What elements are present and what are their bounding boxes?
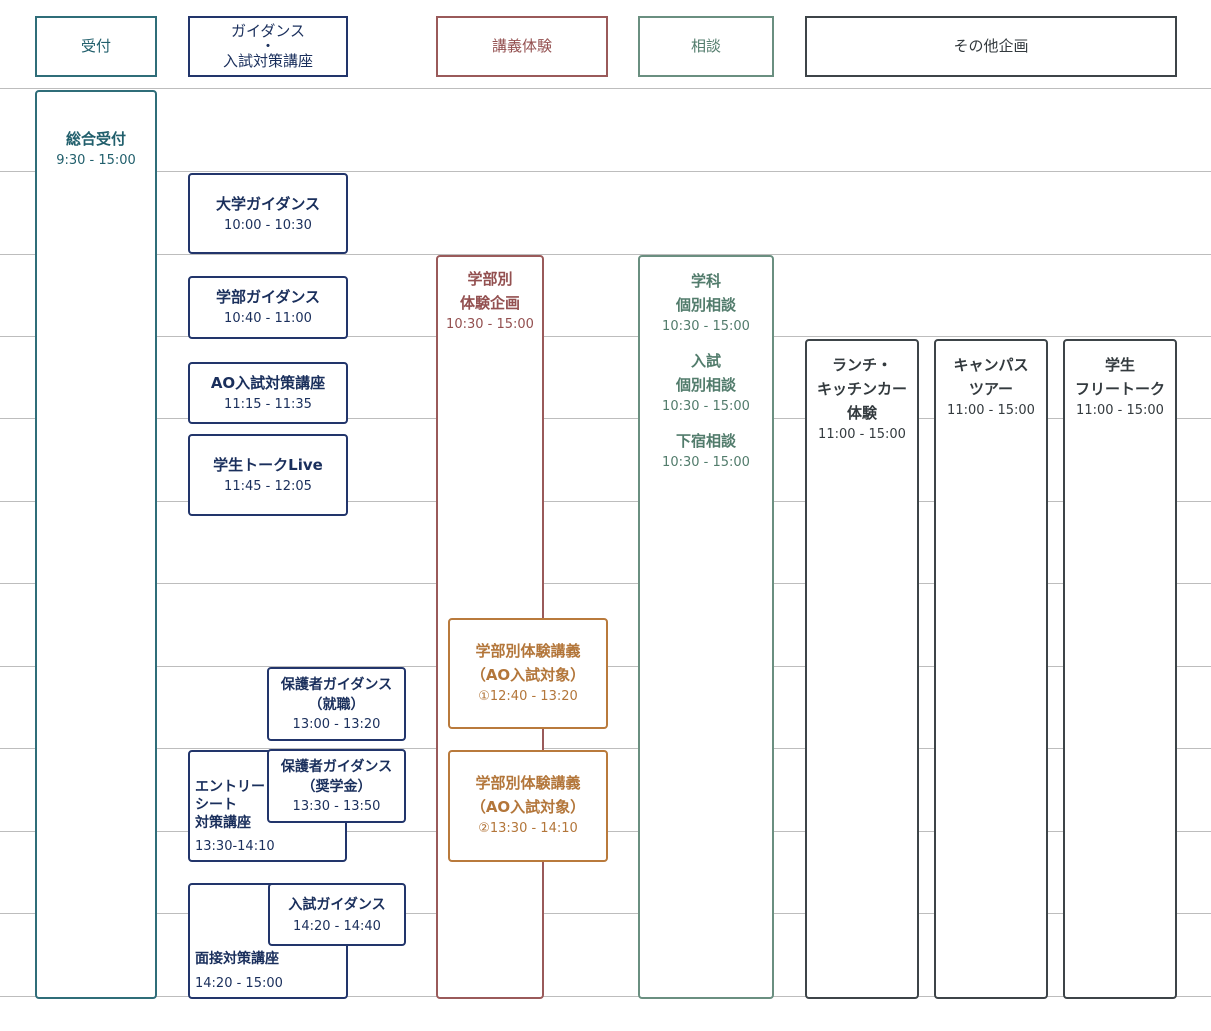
event-title: 学部ガイダンス [215, 288, 321, 306]
grid-line [0, 418, 1211, 419]
grid-line [0, 996, 1211, 997]
event-time: 9:30 - 15:00 [56, 153, 136, 168]
grid-line [0, 501, 1211, 502]
header-consult-label: 相談 [690, 37, 721, 55]
header-guidance-label-1: ガイダンス [230, 22, 306, 40]
event-ao-exam-course: AO入試対策講座 11:15 - 11:35 [188, 362, 348, 424]
header-other-label: その他企画 [953, 37, 1029, 55]
header-guidance-label-2: ・ [260, 37, 276, 55]
event-student-talk-live: 学生トークLive 11:45 - 12:05 [188, 434, 348, 516]
grid-line [0, 88, 1211, 89]
event-title: 総合受付 [65, 130, 126, 148]
header-other: その他企画 [805, 16, 1177, 77]
grid-line [0, 254, 1211, 255]
event-title: 学部別体験講義 （AO入試対象） [470, 774, 586, 816]
event-time: 11:15 - 11:35 [224, 397, 312, 412]
event-general-reception: 総合受付 9:30 - 15:00 [35, 90, 157, 999]
event-faculty-guidance: 学部ガイダンス 10:40 - 11:00 [188, 276, 348, 339]
grid-line [0, 913, 1211, 914]
event-time: 11:00 - 15:00 [947, 403, 1035, 418]
grid-line [0, 748, 1211, 749]
event-title: 学科 個別相談 [675, 272, 736, 314]
event-time: 13:30-14:10 [195, 839, 275, 854]
event-time: 10:00 - 10:30 [224, 218, 312, 233]
header-guidance-label-3: 入試対策講座 [222, 52, 313, 70]
event-title: キャンパス ツアー [953, 356, 1029, 398]
event-title: 学生 フリートーク [1074, 356, 1165, 398]
event-time: 11:45 - 12:05 [224, 479, 312, 494]
event-title: 保護者ガイダンス （奨学金） [280, 759, 393, 795]
event-parent-guidance-scholarship: 保護者ガイダンス （奨学金） 13:30 - 13:50 [267, 749, 406, 823]
header-guidance: ガイダンス ・ 入試対策講座 [188, 16, 348, 77]
header-reception-label: 受付 [80, 37, 111, 55]
event-title: 学部別 体験企画 [459, 270, 520, 312]
event-title: 学部別体験講義 （AO入試対象） [470, 642, 586, 684]
event-title: 下宿相談 [675, 432, 736, 450]
event-title: ランチ・ キッチンカー 体験 [816, 356, 907, 422]
event-title: 保護者ガイダンス （就職） [280, 677, 393, 713]
event-title: AO入試対策講座 [210, 374, 326, 392]
event-title: 入試 個別相談 [675, 352, 736, 394]
event-time: 10:30 - 15:00 [662, 319, 750, 334]
event-title: 学生トークLive [213, 456, 323, 474]
event-time: ②13:30 - 14:10 [478, 821, 578, 836]
event-time: 14:20 - 14:40 [293, 919, 381, 934]
event-lunch-kitchencar: ランチ・ キッチンカー 体験 11:00 - 15:00 [805, 339, 919, 999]
header-consult: 相談 [638, 16, 774, 77]
grid-line [0, 171, 1211, 172]
event-title: 面接対策講座 [195, 951, 279, 967]
event-campus-tour: キャンパス ツアー 11:00 - 15:00 [934, 339, 1048, 999]
event-title: エントリー シート 対策講座 [195, 779, 265, 831]
event-consultations: 学科 個別相談 10:30 - 15:00 入試 個別相談 10:30 - 15… [638, 255, 774, 999]
event-parent-guidance-employment: 保護者ガイダンス （就職） 13:00 - 13:20 [267, 667, 406, 741]
event-time: 10:30 - 15:00 [662, 455, 750, 470]
header-lecture-label: 講義体験 [491, 37, 552, 55]
grid-line [0, 583, 1211, 584]
event-time: ①12:40 - 13:20 [478, 689, 578, 704]
event-time: 11:00 - 15:00 [818, 427, 906, 442]
event-university-guidance: 大学ガイダンス 10:00 - 10:30 [188, 173, 348, 254]
event-time: 14:20 - 15:00 [195, 976, 283, 991]
event-exam-guidance: 入試ガイダンス 14:20 - 14:40 [268, 883, 406, 946]
header-lecture: 講義体験 [436, 16, 608, 77]
event-time: 11:00 - 15:00 [1076, 403, 1164, 418]
event-time: 13:30 - 13:50 [292, 799, 381, 814]
event-time: 13:00 - 13:20 [292, 717, 381, 732]
grid-line [0, 336, 1211, 337]
event-ao-experience-lecture-1: 学部別体験講義 （AO入試対象） ①12:40 - 13:20 [448, 618, 608, 729]
event-title: 大学ガイダンス [215, 195, 321, 213]
event-time: 10:30 - 15:00 [446, 317, 534, 332]
event-time: 10:30 - 15:00 [662, 399, 750, 414]
event-time: 10:40 - 11:00 [224, 311, 312, 326]
event-student-freetalk: 学生 フリートーク 11:00 - 15:00 [1063, 339, 1177, 999]
event-ao-experience-lecture-2: 学部別体験講義 （AO入試対象） ②13:30 - 14:10 [448, 750, 608, 862]
header-reception: 受付 [35, 16, 157, 77]
event-title: 入試ガイダンス [288, 897, 386, 913]
